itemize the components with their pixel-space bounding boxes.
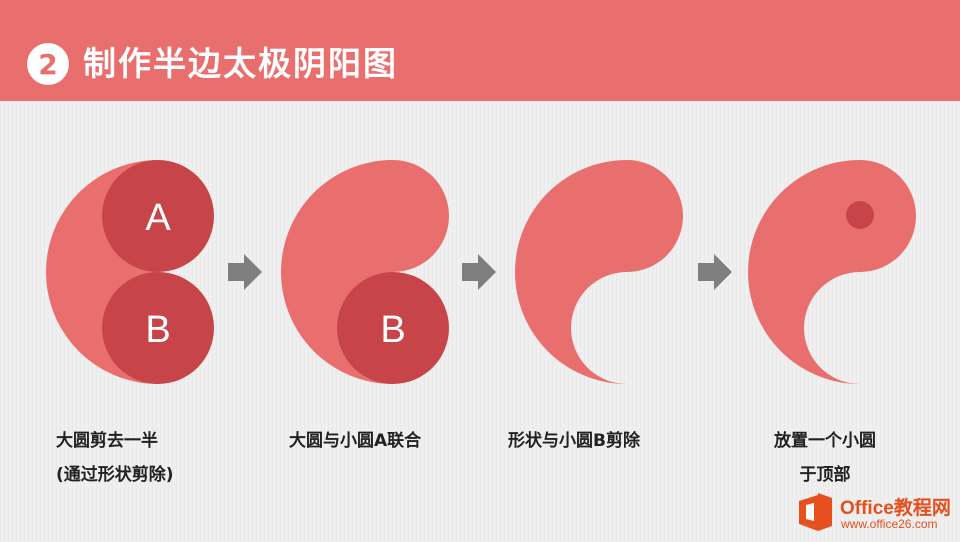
step1-caption-line1: 大圆剪去一半 <box>56 431 158 451</box>
step4-caption-line1: 放置一个小圆 <box>774 431 876 451</box>
step1-caption-line2: (通过形状剪除) <box>56 465 174 485</box>
watermark-brand: Office教程网 <box>840 498 951 519</box>
step3-caption-line1: 形状与小圆B剪除 <box>508 431 640 451</box>
step1-caption: 大圆剪去一半 (通过形状剪除) <box>56 424 174 492</box>
header-bar: 2 制作半边太极阴阳图 <box>0 0 960 101</box>
step1-label-a: A <box>145 197 171 239</box>
step4-caption-line2: 于顶部 <box>799 465 851 485</box>
step2-label-b: B <box>380 309 405 351</box>
step4-half-yin-yang-shape <box>748 160 916 384</box>
step1-shape: A B <box>46 160 214 384</box>
step1-circle-a <box>102 160 214 272</box>
yin-yang-steps-diagram: A B B <box>46 160 916 384</box>
step4-top-small-circle <box>846 201 874 229</box>
office-logo-icon <box>799 493 832 531</box>
step2-shape: B <box>281 160 449 384</box>
arrow-right-icon <box>228 254 262 290</box>
arrow-right-icon <box>698 254 732 290</box>
watermark-url: www.office26.com <box>841 517 938 531</box>
step1-label-b: B <box>145 309 170 351</box>
step4-caption: 放置一个小圆 于顶部 <box>758 424 892 492</box>
step-number-badge: 2 <box>27 43 69 85</box>
arrow-right-icon <box>462 254 496 290</box>
step2-caption: 大圆与小圆A联合 <box>289 424 421 458</box>
step1-circle-b <box>102 272 214 384</box>
step2-circle-a-merged <box>337 160 449 272</box>
watermark: Office教程网 www.office26.com <box>796 489 956 537</box>
page-title: 制作半边太极阴阳图 <box>83 44 398 83</box>
step2-circle-b <box>337 272 449 384</box>
step3-half-yin-yang-shape <box>515 160 683 384</box>
step2-caption-line1: 大圆与小圆A联合 <box>289 431 422 451</box>
step4-shape <box>748 160 916 384</box>
step3-caption: 形状与小圆B剪除 <box>508 424 640 458</box>
